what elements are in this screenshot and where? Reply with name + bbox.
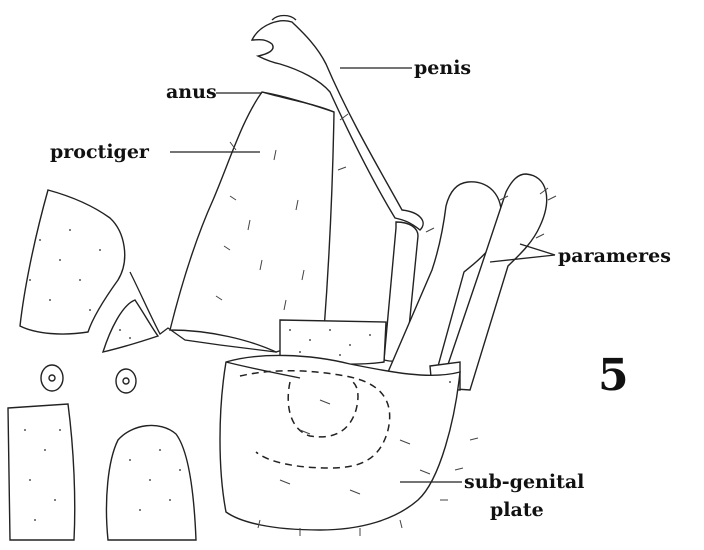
spiracle-right — [116, 369, 136, 393]
lower-middle-sclerite — [106, 425, 196, 540]
stippled-patch-small — [103, 300, 158, 352]
label-proctiger: proctiger — [50, 141, 150, 163]
label-subgenital-line2: plate — [490, 499, 544, 521]
label-subgenital-line1: sub-genital — [464, 471, 584, 493]
lower-left-sclerite — [8, 404, 75, 540]
label-parameres: parameres — [558, 245, 671, 267]
label-penis: penis — [414, 57, 471, 79]
left-upper-sclerite — [20, 190, 125, 334]
subgenital-plate — [220, 355, 460, 530]
leader-parameres-1 — [520, 244, 555, 255]
label-anus: anus — [166, 81, 217, 103]
figure-number: 5 — [598, 350, 629, 401]
spiracle-left — [41, 365, 63, 391]
penis-tip — [272, 16, 296, 21]
proctiger — [170, 92, 334, 352]
